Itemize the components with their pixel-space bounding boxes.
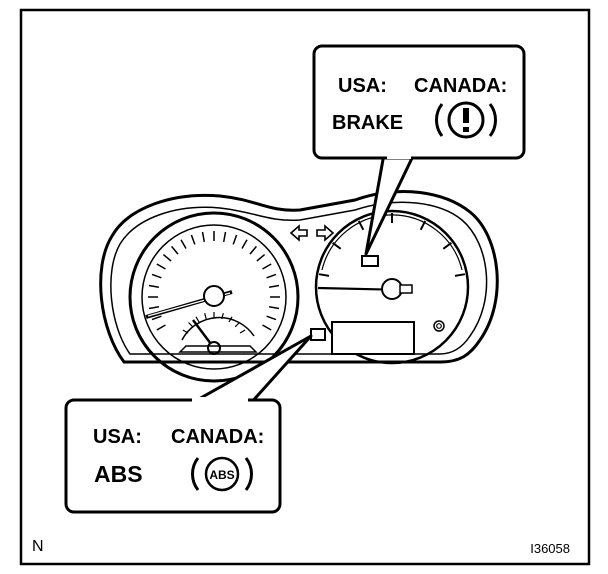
lower-gauge-tick [239, 329, 246, 334]
brake-callout-pointer-mask [387, 152, 411, 159]
turn-right-arrow-icon [316, 224, 335, 242]
lower-gauge-tick [204, 313, 207, 320]
speedometer-tick [201, 231, 206, 243]
abs-usa-label: USA: [93, 426, 142, 448]
speedometer-tick [262, 324, 272, 331]
brake-callout: USA: CANADA: BRAKE [312, 44, 526, 256]
speedometer-face [141, 224, 287, 370]
speedometer-tick [249, 245, 257, 255]
odometer-display [331, 321, 415, 355]
lower-gauge-tick [188, 322, 194, 328]
turn-left-arrow-icon [289, 224, 308, 242]
speedometer-hub [203, 285, 225, 307]
brake-usa-label: USA: [338, 75, 387, 97]
lower-gauge-tick [182, 329, 189, 334]
brake-canada-label: CANADA: [414, 75, 507, 97]
speedometer-bezel [128, 211, 300, 383]
cluster-housing-inner [110, 201, 488, 355]
right-gauge-tick [454, 273, 466, 277]
abs-usa-text: ABS [94, 461, 143, 487]
abs-canada-label: CANADA: [171, 426, 264, 448]
speedometer-tick [151, 315, 162, 321]
right-gauge-tick [442, 241, 452, 250]
speedometer-tick [190, 234, 196, 245]
speedometer-tick [148, 305, 160, 310]
speedometer-tick [262, 263, 272, 270]
speedometer-tick [232, 234, 238, 245]
lower-gauge-arc [181, 316, 255, 341]
lower-gauge-tick [234, 322, 240, 328]
abs-icon-text: ABS [209, 468, 234, 482]
trip-reset-knob [433, 320, 445, 332]
speedometer-tick [268, 305, 280, 310]
diagram-frame [19, 8, 591, 566]
speedometer-tick [266, 315, 277, 321]
abs-callout: USA: CANADA: ABS ABS [64, 334, 313, 514]
lower-gauge-tick [195, 316, 200, 323]
speedometer-tick [156, 324, 166, 331]
corner-label: N [32, 538, 44, 555]
right-gauge-tick [419, 220, 427, 231]
right-gauge-tick [318, 273, 330, 277]
speedometer-tick [266, 273, 277, 279]
speedometer-ticks [148, 231, 280, 331]
brake-callout-box [312, 44, 526, 160]
speedometer-tick [241, 239, 248, 249]
trip-reset-knob-inner [436, 323, 442, 329]
brake-indicator-lamp [361, 255, 379, 267]
right-gauge-tick [332, 241, 342, 250]
brake-warning-icon [435, 101, 497, 139]
right-gauge-inner-arc [321, 214, 463, 271]
abs-callout-pointer-mask [192, 397, 248, 404]
speedometer-tick [156, 263, 166, 270]
right-gauge-face [314, 209, 470, 365]
speedometer-tick [162, 254, 172, 262]
speedometer-tick [148, 284, 160, 289]
abs-callout-box [64, 398, 282, 514]
lower-gauge-tick [221, 313, 224, 320]
cluster-housing-outer [99, 190, 499, 364]
lower-gauge-tick [228, 316, 233, 323]
abs-indicator-lamp [310, 328, 326, 341]
right-gauge-needle-tip [399, 284, 413, 294]
speedometer-tick [180, 239, 187, 249]
brake-callout-pointer [364, 152, 416, 256]
right-gauge-hub [381, 278, 403, 300]
abs-warning-icon: ABS [191, 456, 253, 492]
right-gauge-ticks [318, 213, 466, 277]
instrument-cluster [99, 190, 499, 383]
speedometer-tick [151, 273, 162, 279]
right-gauge-tick [357, 220, 365, 231]
lower-gauge-ticks [182, 312, 246, 334]
brake-usa-text: BRAKE [332, 112, 403, 134]
speedometer-tick [222, 231, 227, 243]
lower-gauge-hub [207, 341, 221, 355]
speedometer-tick [256, 254, 266, 262]
figure-code: I36058 [530, 541, 570, 556]
speedometer-bottom-bar [178, 345, 258, 353]
speedometer-tick [268, 284, 280, 289]
speedometer-tick [171, 245, 179, 255]
